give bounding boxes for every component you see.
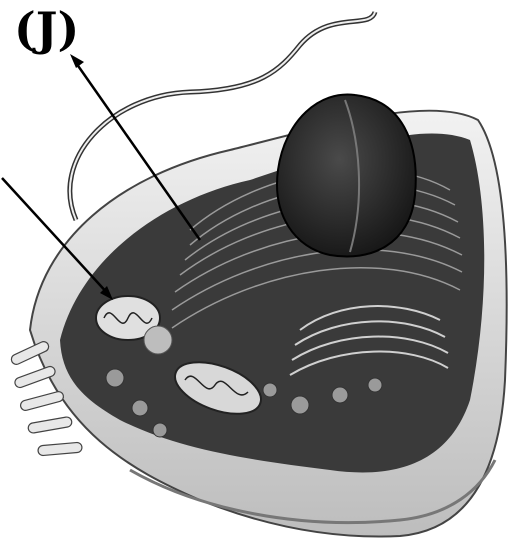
centrosome-icon <box>144 326 172 354</box>
figure-label: (J) <box>14 6 79 52</box>
nucleus-icon <box>277 94 416 256</box>
